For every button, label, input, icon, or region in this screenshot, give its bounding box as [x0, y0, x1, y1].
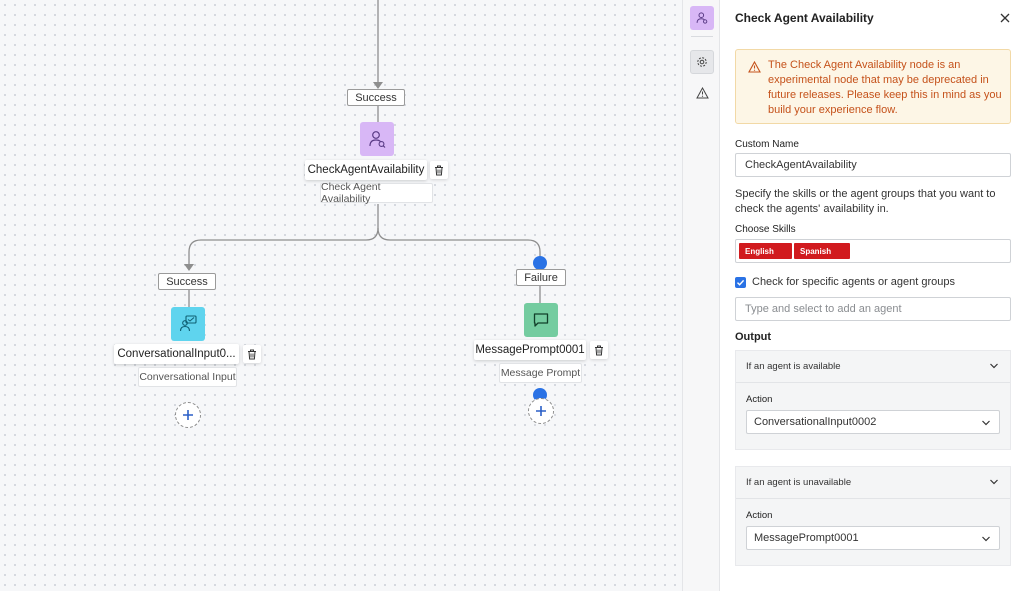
specific-agents-label: Check for specific agents or agent group… [752, 276, 956, 288]
custom-name-label: Custom Name [735, 139, 799, 150]
add-node-button[interactable] [528, 398, 554, 424]
skills-description: Specify the skills or the agent groups t… [735, 188, 996, 215]
warning-text: The Check Agent Availability node is an … [768, 59, 1002, 116]
unavailable-section-header[interactable]: If an agent is unavailable [736, 467, 1010, 499]
unavailable-output-section: If an agent is unavailable Action Messag… [735, 466, 1011, 566]
output-heading: Output [735, 331, 772, 343]
unavailable-section-title: If an agent is unavailable [746, 477, 852, 488]
chevron-down-icon [990, 363, 998, 369]
agent-search-input[interactable]: Type and select to add an agent [735, 297, 1011, 321]
available-action-value: ConversationalInput0002 [754, 416, 877, 428]
chevron-down-icon [990, 479, 998, 485]
plus-icon [536, 406, 546, 416]
flow-canvas[interactable]: Success CheckAgentAvailability Check Age… [0, 0, 682, 591]
failure-branch-label: Failure [516, 269, 566, 286]
chat-bubble-icon [533, 313, 549, 327]
add-node-button[interactable] [175, 402, 201, 428]
chevron-down-icon [982, 536, 990, 542]
conversational-input-icon [179, 315, 197, 332]
trash-icon[interactable] [590, 341, 608, 359]
warning-icon [695, 87, 709, 99]
available-action-label: Action [746, 394, 773, 405]
warnings-tab[interactable] [690, 81, 714, 105]
skill-chip-english[interactable]: English [739, 243, 792, 259]
top-success-label: Success [347, 89, 405, 106]
settings-tab[interactable] [690, 50, 714, 74]
check-agent-node-type: Check Agent Availability [320, 181, 433, 205]
message-node-icon[interactable] [524, 303, 558, 337]
properties-panel: Check Agent Availability The Check Agent… [720, 0, 1024, 591]
available-section-header[interactable]: If an agent is available [736, 351, 1010, 383]
panel-title: Check Agent Availability [735, 11, 874, 25]
warning-icon [748, 61, 761, 73]
check-agent-node-name[interactable]: CheckAgentAvailability [305, 160, 427, 180]
chevron-down-icon [982, 420, 990, 426]
unavailable-action-value: MessagePrompt0001 [754, 532, 859, 544]
agent-search-icon [696, 12, 708, 24]
connector-handle[interactable] [533, 256, 547, 270]
trash-icon[interactable] [430, 161, 448, 179]
message-node-name[interactable]: MessagePrompt0001 [474, 340, 586, 360]
experimental-warning: The Check Agent Availability node is an … [735, 49, 1011, 124]
custom-name-input[interactable]: CheckAgentAvailability [735, 153, 1011, 177]
unavailable-action-select[interactable]: MessagePrompt0001 [746, 526, 1000, 550]
conversational-node-type: Conversational Input [138, 367, 237, 387]
conversational-node-name[interactable]: ConversationalInput0... [114, 344, 239, 364]
plus-icon [183, 410, 193, 420]
close-icon[interactable] [998, 11, 1012, 25]
message-node-type: Message Prompt [499, 363, 582, 383]
conversational-node-icon[interactable] [171, 307, 205, 341]
agent-search-icon [369, 131, 386, 148]
node-properties-tab[interactable] [690, 6, 714, 30]
skills-input[interactable]: English Spanish [735, 239, 1011, 263]
unavailable-action-label: Action [746, 510, 773, 521]
available-section-title: If an agent is available [746, 361, 841, 372]
side-rail [682, 0, 720, 591]
check-agent-node-icon[interactable] [360, 122, 394, 156]
checkmark-icon [737, 279, 745, 286]
connector-lines [184, 0, 541, 307]
gear-icon [697, 57, 707, 67]
choose-skills-label: Choose Skills [735, 224, 796, 235]
specific-agents-checkbox[interactable] [735, 277, 746, 288]
success-branch-label: Success [158, 273, 216, 290]
trash-icon[interactable] [243, 345, 261, 363]
skill-chip-spanish[interactable]: Spanish [794, 243, 850, 259]
available-action-select[interactable]: ConversationalInput0002 [746, 410, 1000, 434]
available-output-section: If an agent is available Action Conversa… [735, 350, 1011, 450]
